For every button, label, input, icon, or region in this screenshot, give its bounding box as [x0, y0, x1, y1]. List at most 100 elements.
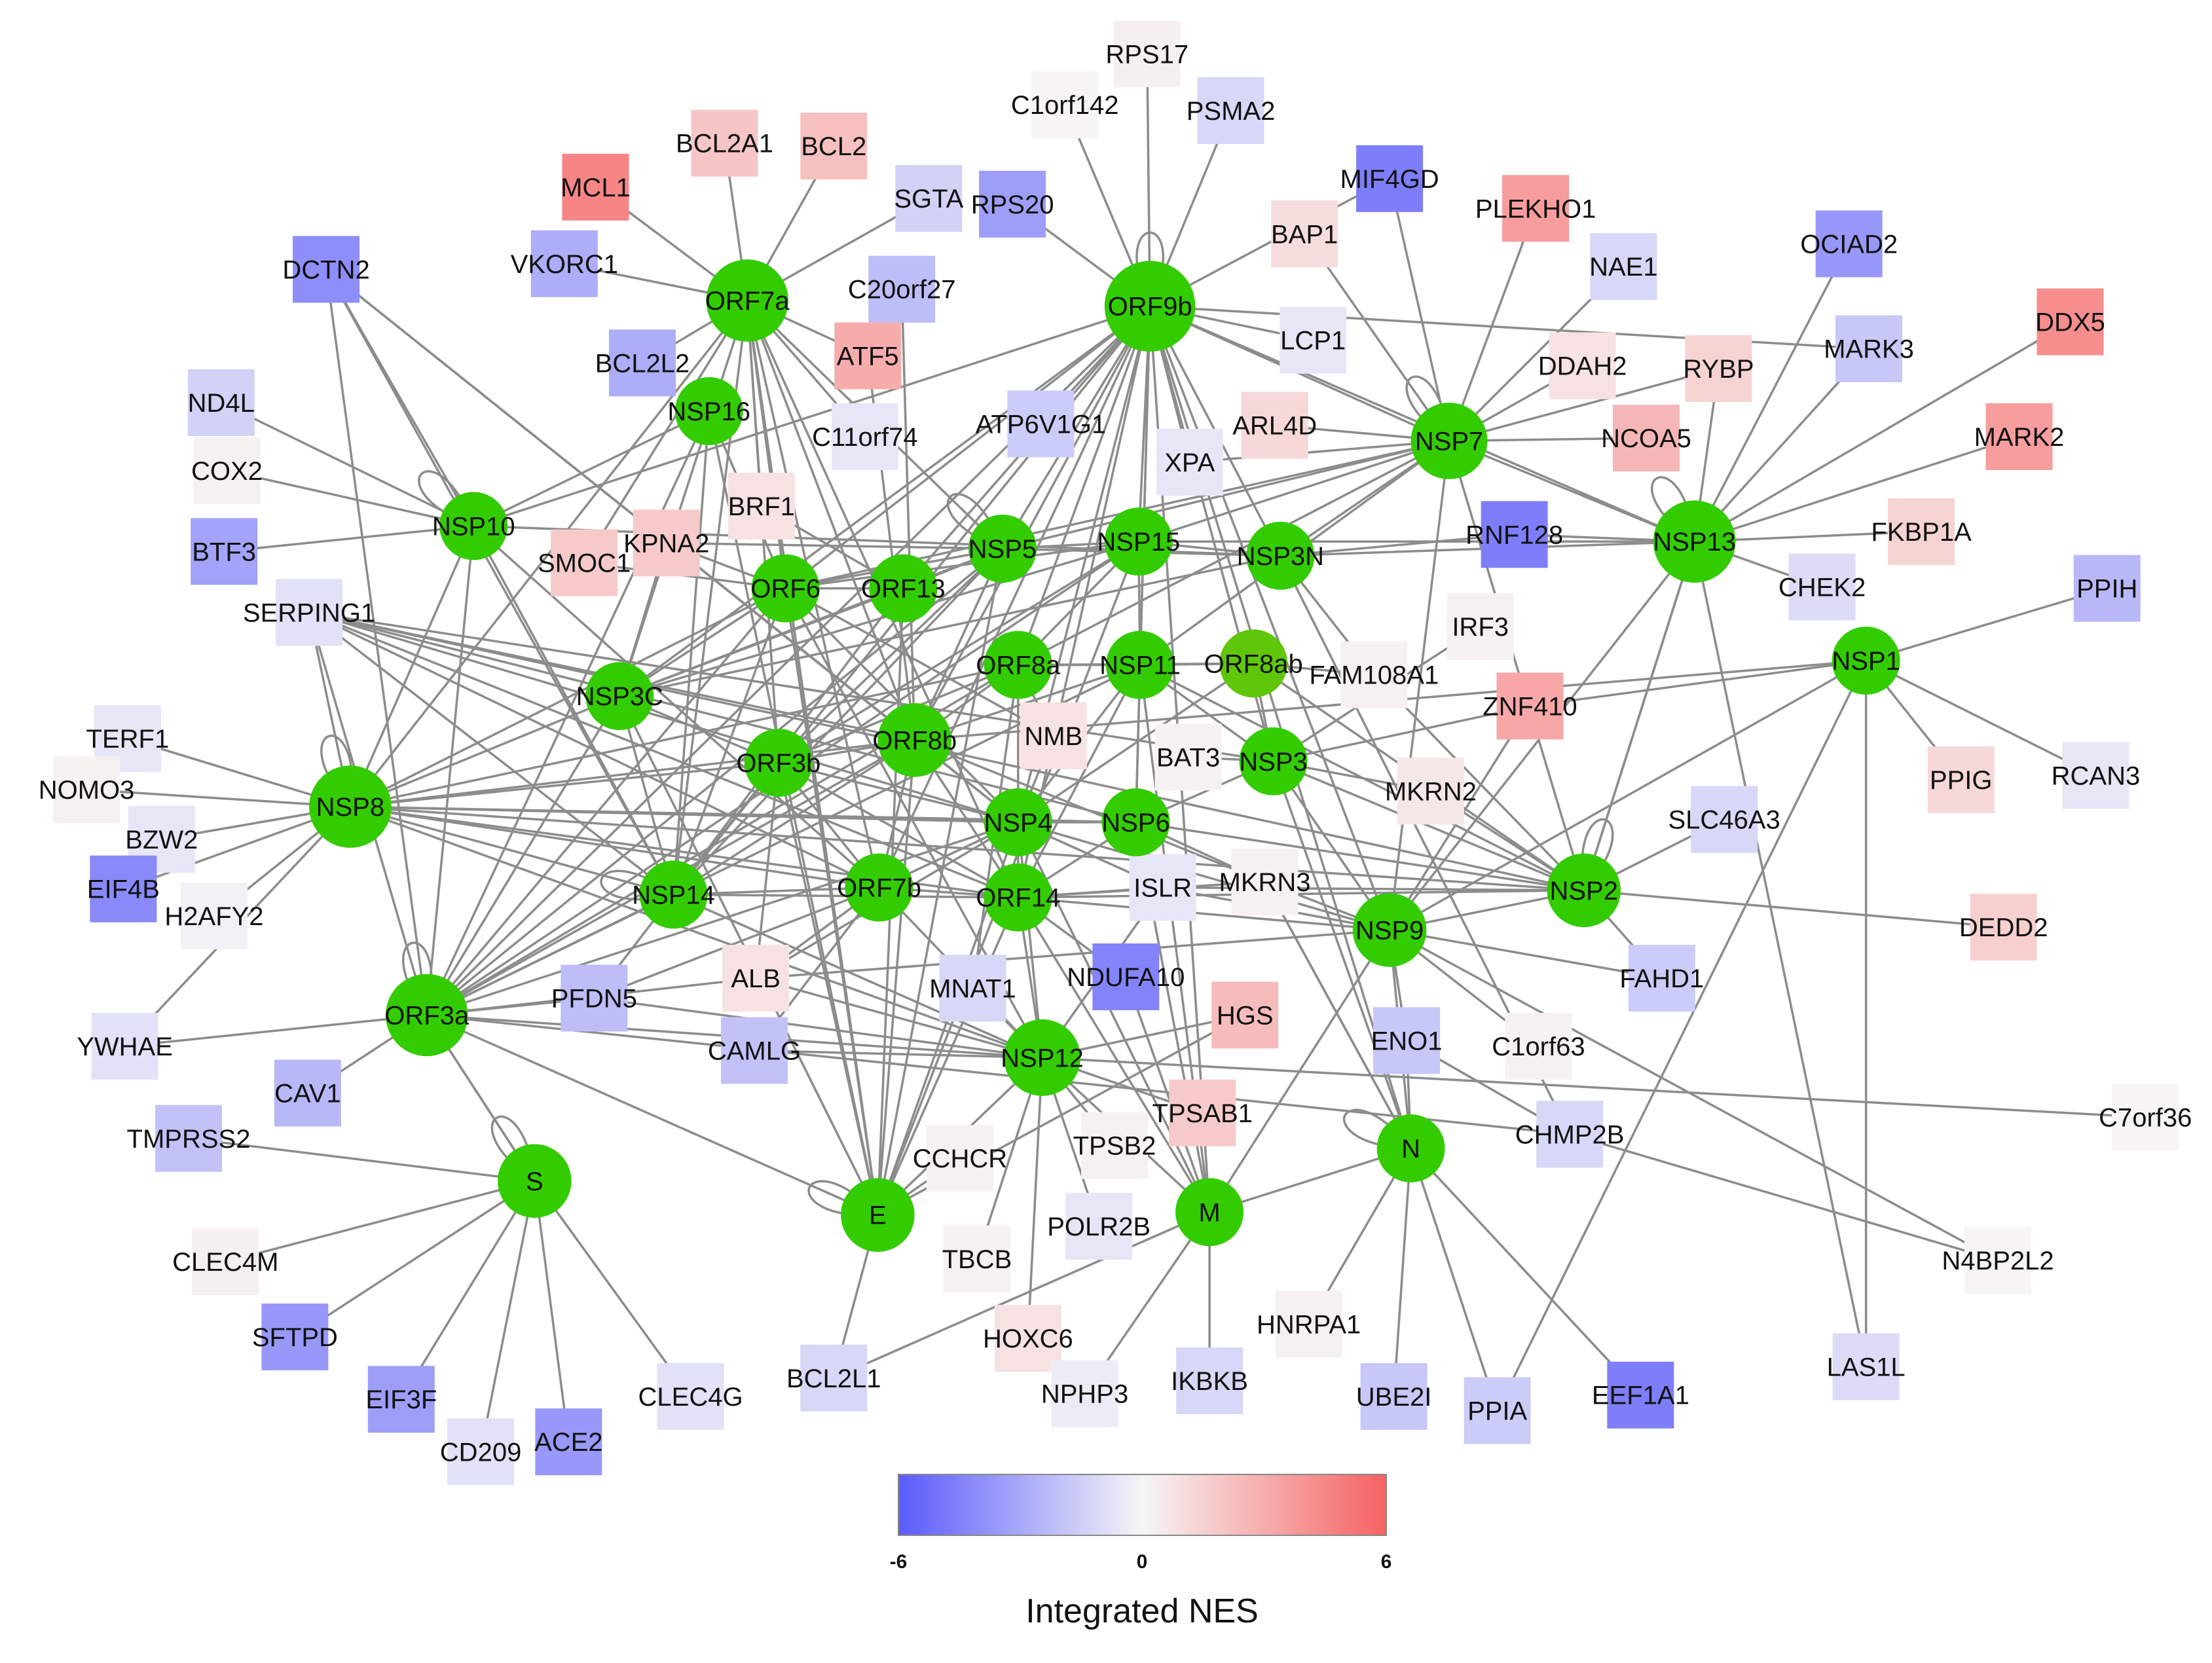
- host-node-box: [1197, 77, 1264, 144]
- edge-m-bcl2l1: [833, 1211, 1210, 1380]
- edge-nsp7-xpa: [1189, 439, 1450, 464]
- host-node-box: [91, 1013, 158, 1080]
- viral-node-nsp15: NSP15: [1097, 507, 1180, 576]
- host-node-clec4g: CLEC4G: [638, 1362, 743, 1430]
- legend-mid-label: 0: [1137, 1551, 1148, 1573]
- host-node-label: EIF4B: [87, 875, 160, 904]
- host-node-label: LCP1: [1280, 327, 1346, 356]
- viral-node-nsp10: NSP10: [432, 492, 515, 560]
- edge-fam108a1-nsp2: [1373, 674, 1585, 892]
- viral-node-label: NSP9: [1355, 916, 1424, 945]
- host-node-label: MKRN3: [1219, 868, 1311, 897]
- edge-orf3b-orf14: [777, 761, 1019, 899]
- edge-nsp1-znf410: [1530, 659, 1866, 708]
- host-node-chek2: CHEK2: [1779, 553, 1866, 621]
- host-node-ikbkb: IKBKB: [1171, 1347, 1248, 1415]
- host-node-label: YWHAE: [77, 1033, 173, 1061]
- host-node-box: [1113, 20, 1181, 88]
- edge-orf9b-nsp10: [473, 305, 1151, 528]
- edge-orf3b-alb: [754, 762, 780, 979]
- viral-node-circle: [1547, 853, 1621, 928]
- host-node-label: SLC46A3: [1668, 806, 1780, 835]
- host-node-alb: ALB: [722, 945, 790, 1012]
- edge-nsp10-nsp8: [349, 525, 475, 807]
- host-node-psma2: PSMA2: [1187, 77, 1276, 144]
- host-node-label: PPIH: [2076, 575, 2137, 604]
- edge-s-cd209: [479, 1180, 536, 1452]
- host-node-label: EIF3F: [365, 1385, 437, 1414]
- edge-orf13-nsp3c: [619, 587, 904, 697]
- viral-node-circle: [984, 630, 1052, 699]
- viral-node-label: ORF3a: [384, 1001, 470, 1030]
- viral-node-orf8ab: ORF8ab: [1204, 629, 1303, 698]
- host-node-label: IRF3: [1452, 613, 1509, 642]
- viral-node-nsp3c: NSP3C: [576, 662, 663, 731]
- host-node-label: H2AFY2: [164, 902, 263, 931]
- host-node-rcan3: RCAN3: [2052, 742, 2140, 809]
- host-node-label: MIF4GD: [1340, 165, 1439, 194]
- host-node-sgta: SGTA: [894, 165, 964, 232]
- host-node-box: [2112, 1084, 2179, 1151]
- host-node-cox2: COX2: [191, 437, 263, 504]
- host-node-box: [633, 509, 700, 577]
- host-node-box: [800, 113, 868, 180]
- host-node-ociad2: OCIAD2: [1800, 210, 1898, 278]
- viral-node-circle: [1832, 627, 1900, 695]
- host-node-label: PSMA2: [1187, 97, 1276, 126]
- viral-node-n: N: [1376, 1114, 1445, 1182]
- self-loop-n: [1342, 1108, 1412, 1150]
- viral-node-label: ORF3b: [736, 749, 820, 778]
- self-loop-nsp10: [418, 470, 475, 528]
- edge-orf9b-mark3: [1150, 304, 1870, 350]
- edge-orf9b-nsp9: [1149, 306, 1391, 931]
- host-node-cav1: CAV1: [274, 1059, 341, 1127]
- host-node-label: HGS: [1217, 1001, 1274, 1030]
- host-node-box: [530, 230, 598, 297]
- host-node-box: [1241, 392, 1308, 459]
- edge-s-ace2: [533, 1180, 570, 1442]
- viral-node-nsp14: NSP14: [632, 860, 715, 929]
- host-node-label: ENO1: [1371, 1027, 1443, 1055]
- host-node-serping1: SERPING1: [243, 579, 375, 646]
- host-node-box: [1211, 981, 1279, 1049]
- edge-nsp13-ociad2: [1693, 243, 1851, 542]
- edge-nsp13-mark2: [1694, 435, 2020, 543]
- self-loop-nsp5: [946, 492, 1004, 550]
- host-node-label: MNAT1: [929, 974, 1016, 1003]
- host-node-label: CHMP2B: [1515, 1120, 1625, 1149]
- viral-node-circle: [439, 492, 508, 560]
- host-node-box: [1788, 553, 1856, 621]
- host-node-polr2b: POLR2B: [1047, 1193, 1151, 1260]
- host-node-label: NAE1: [1589, 253, 1658, 282]
- edge-m-ndufa10: [1124, 976, 1211, 1213]
- viral-node-nsp5: NSP5: [968, 515, 1037, 583]
- viral-node-label: NSP7: [1415, 427, 1484, 456]
- edge-nsp12-c7orf36: [1042, 1056, 2146, 1119]
- viral-node-orf13: ORF13: [861, 554, 946, 623]
- edge-orf7a-nsp8: [349, 299, 748, 808]
- host-node-box: [1080, 1112, 1148, 1179]
- viral-node-e: E: [841, 1178, 915, 1252]
- host-node-label: TPSAB1: [1152, 1099, 1253, 1128]
- edge-nsp8-nsp14: [350, 805, 674, 896]
- host-node-box: [831, 403, 898, 470]
- host-node-tbcb: TBCB: [942, 1225, 1012, 1292]
- host-node-tmprss2: TMPRSS2: [127, 1105, 250, 1172]
- host-node-box: [1092, 943, 1160, 1010]
- host-node-mcl1: MCL1: [561, 153, 631, 221]
- host-node-label: PLEKHO1: [1475, 194, 1596, 223]
- edge-serping1-orf14: [308, 611, 1019, 899]
- host-node-ppia: PPIA: [1464, 1377, 1531, 1444]
- edge-orf9b-orf8a: [1017, 306, 1151, 666]
- edge-nsp7-nsp5: [1002, 439, 1450, 550]
- host-node-label: NOMO3: [39, 776, 135, 805]
- host-node-box: [2073, 555, 2141, 622]
- viral-node-circle: [1219, 629, 1288, 698]
- host-node-label: VKORC1: [511, 250, 619, 279]
- viral-node-nsp7: NSP7: [1410, 402, 1488, 479]
- host-node-mkrn3: MKRN3: [1219, 848, 1311, 915]
- edge-nsp12-camlg: [754, 1049, 1042, 1059]
- viral-node-label: NSP14: [632, 881, 715, 909]
